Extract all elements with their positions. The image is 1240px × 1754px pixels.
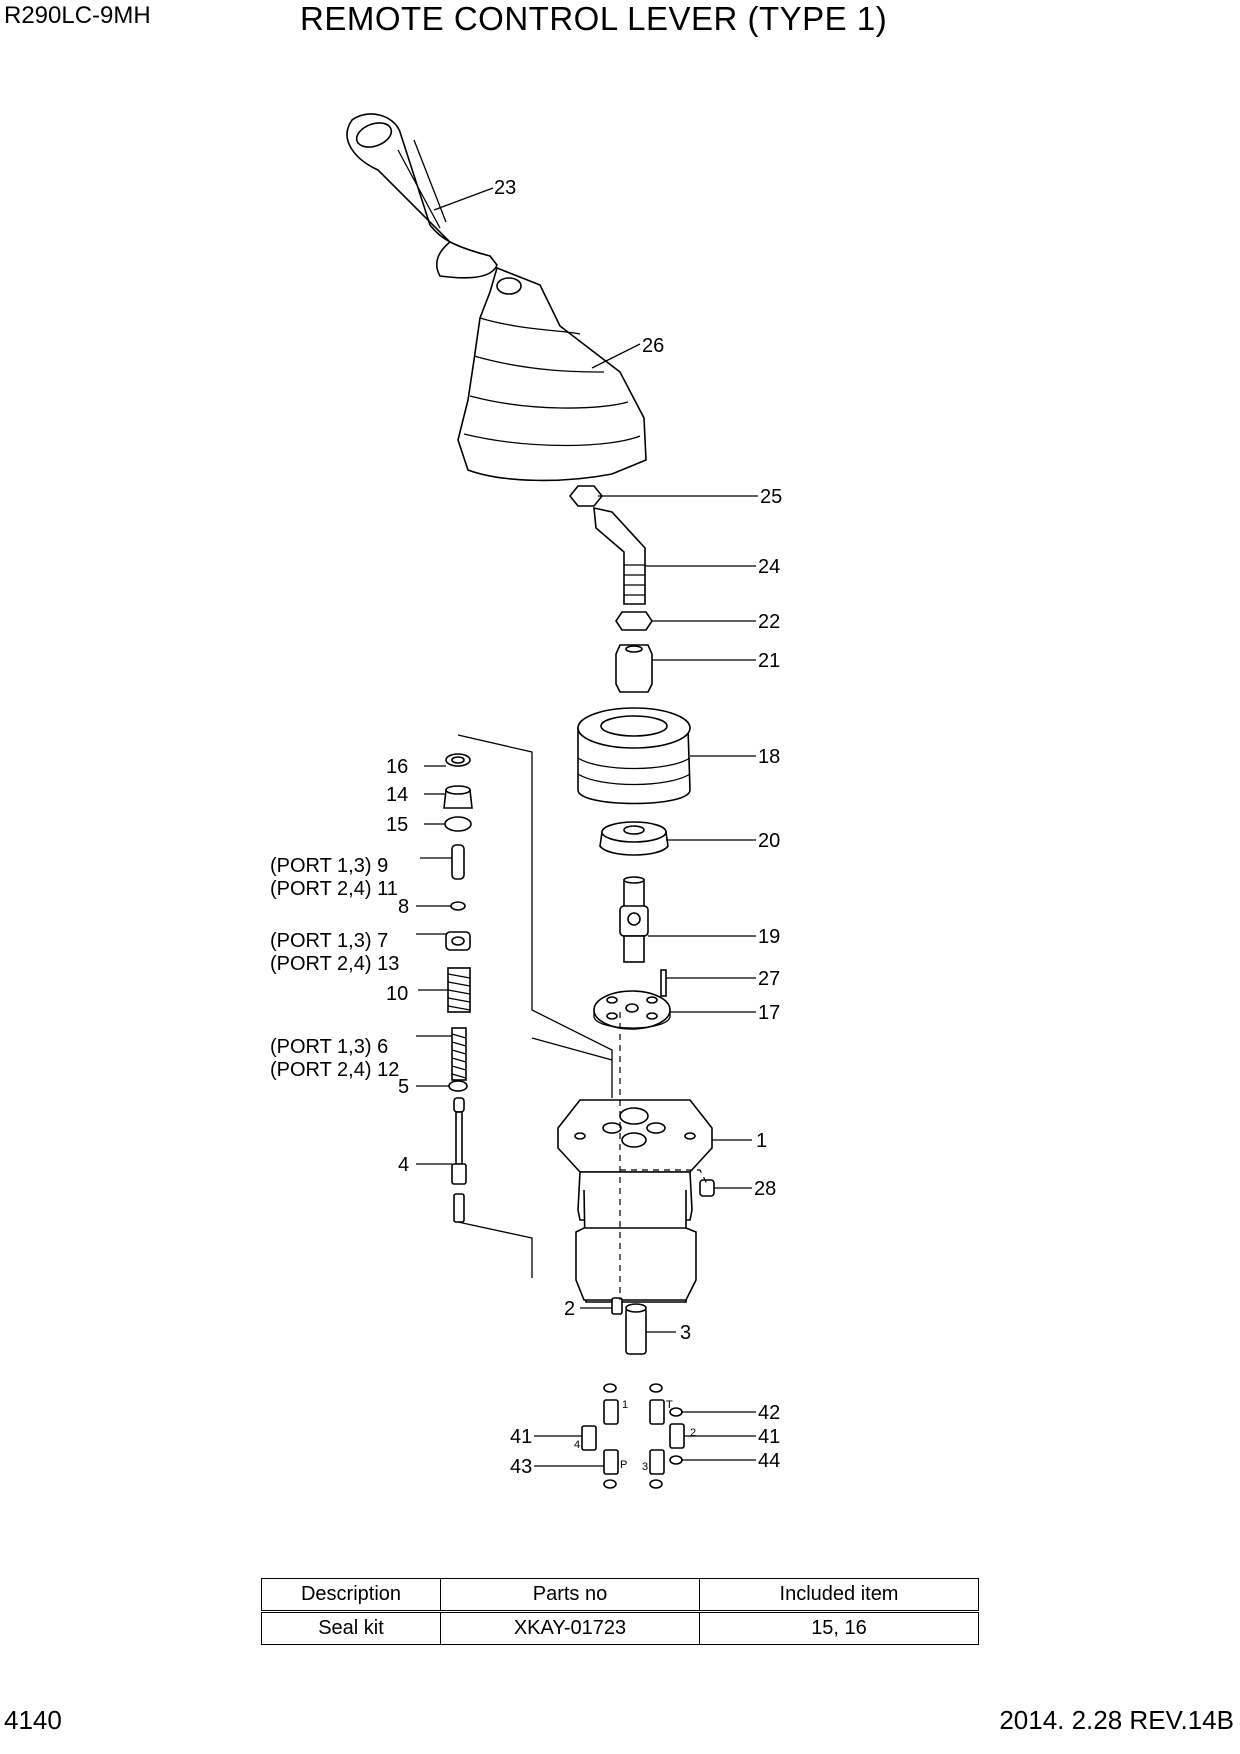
part-19-ujoint <box>619 876 649 963</box>
part-3-bushing <box>625 1303 647 1355</box>
callout-27: 27 <box>758 968 780 990</box>
part-1-casing <box>557 1099 713 1303</box>
seal-kit-table: Description Parts no Included item Seal … <box>261 1578 979 1645</box>
callout-28: 28 <box>754 1178 776 1200</box>
part-24-lever <box>593 506 646 605</box>
callout-6: (PORT 1,3) 6 <box>270 1036 388 1058</box>
port-mark-T: T <box>666 1399 673 1411</box>
part-25-nut <box>568 485 604 507</box>
callout-14: 14 <box>386 784 408 806</box>
leader-lines <box>416 187 758 1467</box>
callout-41-left: 41 <box>510 1426 532 1448</box>
callout-23: 23 <box>494 177 516 199</box>
callout-22: 22 <box>758 611 780 633</box>
port-mark-1: 1 <box>622 1399 628 1411</box>
callout-25: 25 <box>760 486 782 508</box>
part-28-plug <box>699 1179 715 1197</box>
callout-5: 5 <box>398 1076 409 1098</box>
part-2-plug <box>611 1297 623 1315</box>
kit-header-parts-no: Parts no <box>440 1578 700 1613</box>
callout-12: (PORT 2,4) 12 <box>270 1059 399 1081</box>
part-22-nut <box>615 611 653 631</box>
callout-41-right: 41 <box>758 1426 780 1448</box>
callout-4: 4 <box>398 1154 409 1176</box>
part-23-grip <box>346 113 498 279</box>
callout-13: (PORT 2,4) 13 <box>270 953 399 975</box>
callout-19: 19 <box>758 926 780 948</box>
kit-header-included-item: Included item <box>699 1578 979 1613</box>
callout-17: 17 <box>758 1002 780 1024</box>
callout-15: 15 <box>386 814 408 836</box>
callout-18: 18 <box>758 746 780 768</box>
callout-16: 16 <box>386 756 408 778</box>
part-20-plate <box>599 821 669 856</box>
kit-description: Seal kit <box>261 1611 441 1645</box>
port-mark-3: 3 <box>642 1461 648 1473</box>
callout-20: 20 <box>758 830 780 852</box>
callout-26: 26 <box>642 335 664 357</box>
callout-44: 44 <box>758 1450 780 1472</box>
part-17-plate <box>593 990 671 1030</box>
callout-3: 3 <box>680 1322 691 1344</box>
callout-21: 21 <box>758 650 780 672</box>
callout-24: 24 <box>758 556 780 578</box>
part-9-11-push-rod <box>451 844 465 880</box>
callout-7: (PORT 1,3) 7 <box>270 930 388 952</box>
kit-header-description: Description <box>261 1578 441 1613</box>
port-mark-P: P <box>620 1459 627 1471</box>
port-mark-2: 2 <box>690 1427 696 1439</box>
part-27-pin <box>660 969 667 997</box>
page-number: 4140 <box>4 1705 62 1735</box>
part-7-13-spring-seat <box>445 931 471 951</box>
callout-43: 43 <box>510 1456 532 1478</box>
part-18-disc <box>577 707 691 805</box>
part-26-boot <box>457 266 647 482</box>
part-6-12-spring <box>451 1027 467 1081</box>
part-16-seal <box>445 753 471 767</box>
callout-11: (PORT 2,4) 11 <box>270 878 398 900</box>
callout-42: 42 <box>758 1402 780 1424</box>
revision-date: 2014. 2.28 REV.14B <box>999 1705 1234 1735</box>
callout-9: (PORT 1,3) 9 <box>270 855 388 877</box>
part-15-oring <box>444 816 472 832</box>
callout-10: 10 <box>386 983 408 1005</box>
part-14-push-rod-guide <box>443 785 473 809</box>
model-label: R290LC-9MH <box>4 2 151 29</box>
part-8-washer <box>450 901 466 911</box>
part-5-washer <box>448 1080 468 1092</box>
part-4-spool <box>451 1097 467 1223</box>
part-10-spring <box>447 967 471 1013</box>
kit-parts-no: XKAY-01723 <box>440 1611 700 1645</box>
callout-2: 2 <box>564 1298 575 1320</box>
port-fittings <box>581 1383 685 1489</box>
kit-included-item: 15, 16 <box>699 1611 979 1645</box>
page-title: REMOTE CONTROL LEVER (TYPE 1) <box>300 0 888 37</box>
table-row: Seal kit XKAY-01723 15, 16 <box>261 1611 979 1645</box>
part-21-joint <box>615 644 653 693</box>
port-mark-4: 4 <box>574 1439 580 1451</box>
callout-8: 8 <box>398 896 409 918</box>
callout-1: 1 <box>756 1130 767 1152</box>
